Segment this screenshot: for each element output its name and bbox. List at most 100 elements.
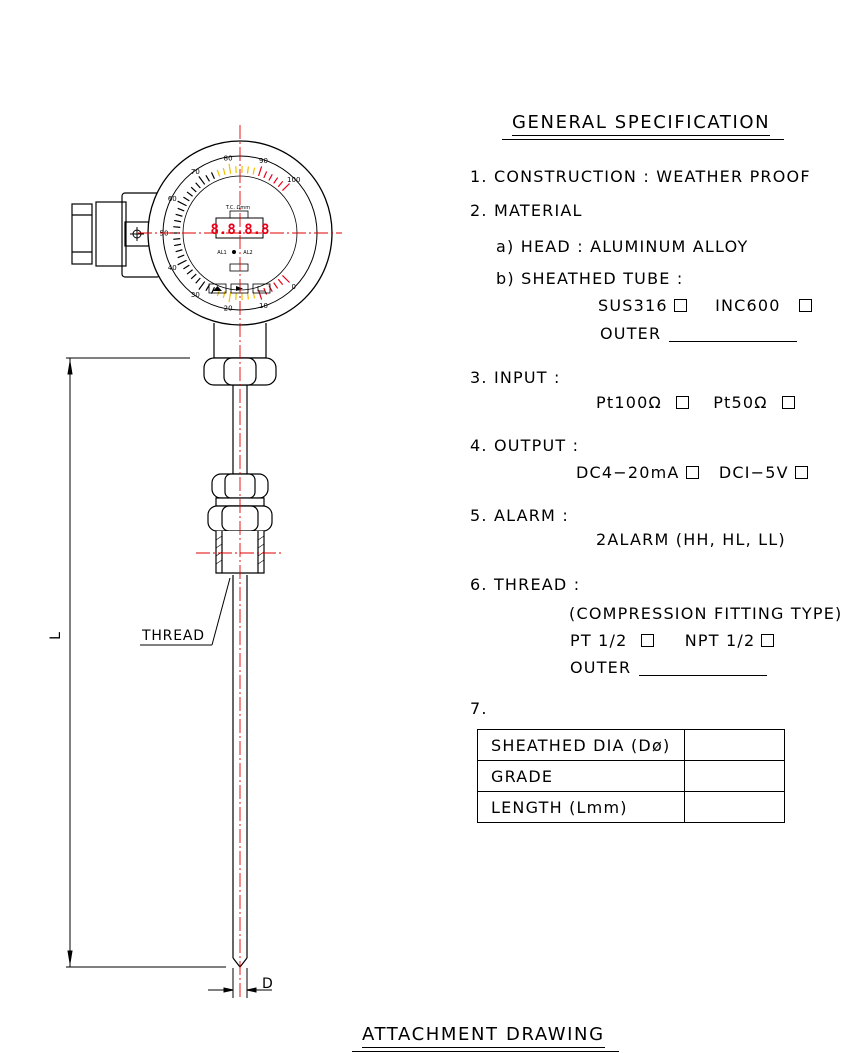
length-label: L — [48, 632, 64, 640]
scale-tick — [177, 207, 185, 212]
checkbox-dc4-20[interactable] — [685, 466, 699, 479]
table-cell-label: GRADE — [477, 760, 685, 792]
scale-tick — [263, 287, 268, 295]
spec-head: a) HEAD : ALUMINUM ALLOY — [496, 237, 749, 256]
checkbox-sus316[interactable] — [673, 299, 687, 312]
checkbox-inc600[interactable] — [798, 299, 812, 312]
dimension-table: SHEATHED DIA (Dø) GRADE LENGTH (Lmm) — [477, 729, 785, 823]
scale-tick — [210, 172, 215, 179]
scale-tick — [282, 275, 290, 283]
checkbox-pt100[interactable] — [675, 396, 689, 409]
spec-thread: 6. THREAD : — [470, 575, 581, 594]
spec-material: 2. MATERIAL — [470, 201, 583, 220]
input-opt-pt100: Pt100Ω — [596, 393, 662, 412]
scale-tick — [210, 287, 215, 294]
scale-tick — [183, 196, 190, 202]
scale-tick — [183, 264, 190, 270]
spec-title: GENERAL SPECIFICATION — [501, 112, 785, 140]
scale-tick — [257, 166, 263, 177]
scale-tick — [277, 278, 284, 286]
scale-tick — [173, 226, 181, 228]
checkbox-npt[interactable] — [761, 634, 775, 647]
tube-outer-label: OUTER — [600, 324, 662, 343]
checkbox-pt[interactable] — [641, 634, 655, 647]
table-cell-label: SHEATHED DIA (Dø) — [477, 729, 685, 761]
scale-label: 50 — [160, 230, 169, 238]
sheath-tube — [232, 385, 248, 968]
thread-outer: OUTER — [570, 658, 768, 678]
scale-tick — [195, 182, 201, 189]
scale-tick — [186, 269, 193, 275]
tube-options: SUS316 INC600 — [598, 296, 812, 316]
tube-outer-blank[interactable] — [669, 327, 798, 342]
scale-tick — [175, 249, 183, 253]
scale-tick — [177, 254, 185, 259]
scale-tick — [277, 180, 284, 188]
scale-tick — [257, 289, 263, 300]
scale-tick — [222, 290, 226, 299]
thread-opt-pt: PT 1/2 — [570, 631, 628, 650]
input-options: Pt100Ω Pt50Ω — [596, 393, 795, 413]
scale-tick — [195, 277, 201, 284]
table-cell-value[interactable] — [684, 791, 785, 823]
scale-tick — [246, 166, 249, 174]
thread-leader — [140, 577, 231, 646]
indicator-dot — [232, 250, 236, 254]
scale-label: 70 — [191, 168, 200, 176]
scale-tick — [190, 186, 197, 193]
scale-tick — [273, 177, 279, 184]
crosshair-icon — [130, 227, 144, 241]
scale-tick — [268, 285, 273, 293]
face-left-label: AL1 — [217, 250, 226, 256]
spec-input: 3. INPUT : — [470, 368, 561, 387]
scale-tick — [174, 243, 182, 247]
output-opt-dc4-20: DC4−20mA — [576, 463, 680, 482]
table-row: LENGTH (Lmm) — [477, 791, 785, 823]
return-arrow-icon — [257, 286, 265, 292]
table-cell-label: LENGTH (Lmm) — [477, 791, 685, 823]
face-buttons — [208, 283, 271, 294]
junction-box — [71, 192, 161, 278]
scale-tick — [282, 183, 290, 191]
scale-tick — [174, 219, 182, 223]
scale-label: 40 — [168, 264, 177, 272]
right-arrow-icon — [236, 286, 243, 291]
table-row: GRADE — [477, 760, 785, 792]
checkbox-pt50[interactable] — [781, 396, 795, 409]
scale-tick — [198, 176, 206, 185]
spec-sheathed-tube: b) SHEATHED TUBE : — [496, 269, 684, 288]
scale-tick — [252, 167, 256, 175]
thread-label: THREAD — [141, 628, 205, 644]
face-right-label: AL2 — [243, 250, 252, 256]
alarm-value: 2ALARM (HH, HL, LL) — [596, 530, 786, 549]
scale-tick — [205, 175, 210, 182]
spec-item7: 7. — [470, 699, 488, 718]
tube-outer: OUTER — [600, 324, 798, 344]
scale-tick — [190, 273, 197, 280]
input-opt-pt50: Pt50Ω — [713, 393, 768, 412]
checkbox-dc1-5[interactable] — [794, 466, 808, 479]
thread-type: (COMPRESSION FITTING TYPE) — [569, 604, 843, 623]
scale-label: 80 — [224, 154, 233, 162]
scale-tick — [177, 200, 187, 207]
scale-label: 0 — [292, 283, 296, 291]
scale-tick — [268, 173, 273, 181]
scale-tick — [175, 213, 183, 217]
length-dimension — [66, 357, 226, 968]
footer-title: ATTACHMENT DRAWING — [352, 1024, 619, 1052]
scale-tick — [228, 292, 232, 303]
diameter-dimension — [208, 968, 272, 998]
spec-output: 4. OUTPUT : — [470, 436, 580, 455]
table-row: SHEATHED DIA (Dø) — [477, 729, 785, 761]
spec-alarm: 5. ALARM : — [470, 506, 569, 525]
center-lines — [138, 125, 342, 1000]
table-cell-value[interactable] — [684, 729, 785, 761]
output-options: DC4−20mA DCI−5V — [576, 463, 808, 483]
thread-outer-label: OUTER — [570, 658, 632, 677]
up-arrow-icon — [213, 286, 222, 291]
table-cell-value[interactable] — [684, 760, 785, 792]
scale-tick — [173, 238, 181, 240]
thread-outer-blank[interactable] — [639, 661, 768, 676]
face-top-label: T.C. Ωmm — [225, 205, 250, 211]
